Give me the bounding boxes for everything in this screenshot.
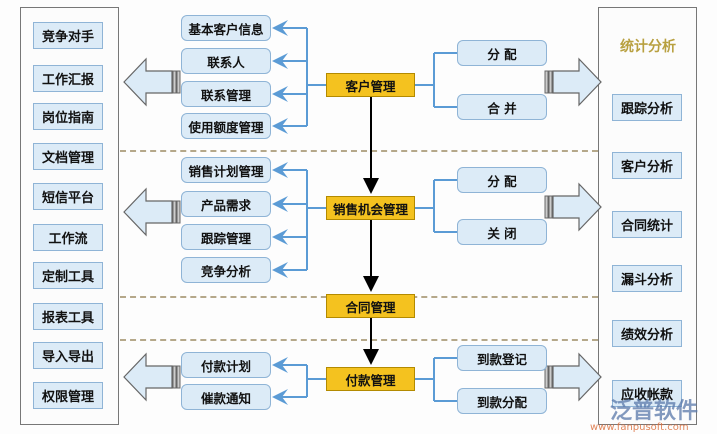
customer-subitem[interactable]: 联系人 xyxy=(181,48,271,74)
left-panel-item[interactable]: 短信平台 xyxy=(33,183,103,210)
customer-subitem[interactable]: 使用额度管理 xyxy=(181,113,271,139)
divider xyxy=(120,150,598,152)
right-panel-item[interactable]: 漏斗分析 xyxy=(612,265,682,292)
left-panel-item[interactable]: 报表工具 xyxy=(33,303,103,330)
right-panel-title: 统计分析 xyxy=(620,39,676,55)
opportunity-management-node[interactable]: 销售机会管理 xyxy=(326,196,415,220)
opportunity-subitem[interactable]: 产品需求 xyxy=(181,191,271,217)
divider xyxy=(120,339,598,341)
right-panel-item[interactable]: 应收帐款 xyxy=(612,380,682,407)
action-button[interactable]: 合 并 xyxy=(457,94,547,120)
action-button[interactable]: 到款登记 xyxy=(457,345,547,371)
customer-management-node[interactable]: 客户管理 xyxy=(326,73,415,97)
watermark-logo: 泛普软件 www.fanpusoft.com xyxy=(590,399,699,433)
left-panel-item[interactable]: 工作流 xyxy=(33,224,103,251)
action-button[interactable]: 关 闭 xyxy=(457,219,547,245)
payment-subitem[interactable]: 付款计划 xyxy=(181,352,271,378)
left-panel-item[interactable]: 工作汇报 xyxy=(33,65,103,92)
action-button[interactable]: 分 配 xyxy=(457,167,547,193)
left-panel-item[interactable]: 导入导出 xyxy=(33,342,103,369)
payment-management-node[interactable]: 付款管理 xyxy=(326,367,415,391)
left-panel-item[interactable]: 定制工具 xyxy=(33,262,103,289)
left-panel-item[interactable]: 岗位指南 xyxy=(33,103,103,130)
contract-management-node[interactable]: 合同管理 xyxy=(326,294,415,318)
right-panel-item[interactable]: 跟踪分析 xyxy=(612,94,682,121)
left-panel-item[interactable]: 文档管理 xyxy=(33,143,103,170)
customer-subitem[interactable]: 基本客户信息 xyxy=(181,15,271,41)
action-button[interactable]: 到款分配 xyxy=(457,388,547,414)
left-panel-item[interactable]: 竞争对手 xyxy=(33,22,103,49)
opportunity-subitem[interactable]: 竞争分析 xyxy=(181,257,271,283)
left-panel-item[interactable]: 权限管理 xyxy=(33,382,103,409)
customer-subitem[interactable]: 联系管理 xyxy=(181,81,271,107)
right-panel-item[interactable]: 客户分析 xyxy=(612,152,682,179)
right-panel-item[interactable]: 合同统计 xyxy=(612,211,682,238)
action-button[interactable]: 分 配 xyxy=(457,40,547,66)
opportunity-subitem[interactable]: 销售计划管理 xyxy=(181,157,271,183)
opportunity-subitem[interactable]: 跟踪管理 xyxy=(181,224,271,250)
right-panel-item[interactable]: 绩效分析 xyxy=(612,320,682,347)
payment-subitem[interactable]: 催款通知 xyxy=(181,384,271,410)
